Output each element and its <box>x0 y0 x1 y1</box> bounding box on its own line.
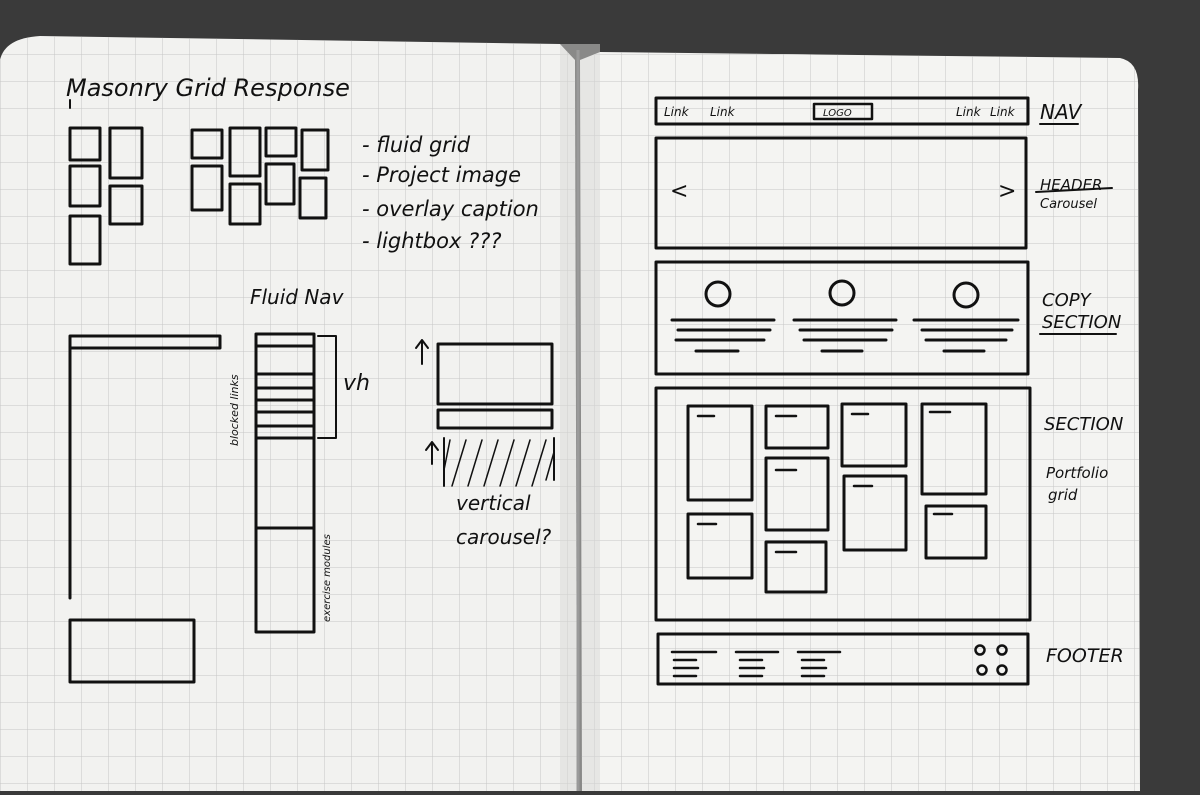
masonry-sketch-b <box>190 126 330 226</box>
fluid-nav-title: Fluid Nav <box>250 285 345 309</box>
portfolio-sublabel-1: Portfolio <box>1046 464 1108 482</box>
wireframe-header: < > <box>654 136 1028 250</box>
mobile-sketch-2 <box>254 332 337 634</box>
wireframe: Link Link LOGO Link Link < > <box>654 96 1032 686</box>
copy-annotation-line2: SECTION <box>1042 312 1121 333</box>
wireframe-portfolio-section <box>654 386 1032 622</box>
portfolio-sublabel-2: grid <box>1048 486 1078 504</box>
wireframe-copy-section <box>654 260 1030 376</box>
vh-label: vh <box>343 371 370 396</box>
blocked-links-label: blocked links <box>228 374 241 446</box>
header-sublabel: Carousel <box>1040 197 1097 212</box>
vertical-label: vertical <box>456 491 531 515</box>
masonry-title: Masonry Grid Response <box>66 74 350 102</box>
wireframe-footer <box>656 632 1030 686</box>
fluid-nav-section: Fluid Nav blocked links vh exercise modu… <box>68 285 555 684</box>
footer-annotation: FOOTER <box>1046 645 1124 667</box>
exercise-modules-label: exercise modules <box>322 534 333 622</box>
note-fluid-grid: - fluid grid <box>362 133 471 157</box>
nav-link-3: Link <box>956 105 982 119</box>
mobile-sketch-1 <box>68 334 222 684</box>
nav-annotation: NAV <box>1040 100 1083 124</box>
portfolio-captions <box>696 410 954 554</box>
right-page <box>580 52 1140 791</box>
carousel-next-icon: > <box>998 179 1016 204</box>
portfolio-grid <box>686 402 988 594</box>
wireframe-nav: Link Link LOGO Link Link <box>654 96 1030 126</box>
copy-annotation-line1: COPY <box>1042 290 1093 311</box>
nav-link-2: Link <box>710 105 736 119</box>
nav-link-4: Link <box>990 105 1016 119</box>
masonry-notes: - fluid grid - Project image - overlay c… <box>362 133 539 253</box>
wireframe-annotations: NAV HEADER Carousel COPY SECTION SECTION… <box>1035 100 1124 667</box>
section-annotation: SECTION <box>1044 414 1123 435</box>
carousel-label: carousel? <box>456 525 552 549</box>
note-lightbox: - lightbox ??? <box>362 229 502 253</box>
vertical-carousel-sketch <box>415 339 555 487</box>
binding-shadow <box>560 44 600 791</box>
note-project-image: - Project image <box>362 163 521 187</box>
masonry-section: Masonry Grid Response - fluid grid - Pro… <box>66 74 539 266</box>
masonry-sketch-a <box>68 126 144 266</box>
note-overlay-caption: - overlay caption <box>362 197 539 221</box>
nav-link-1: Link <box>664 105 690 119</box>
carousel-prev-icon: < <box>670 179 688 204</box>
nav-logo: LOGO <box>823 108 852 119</box>
